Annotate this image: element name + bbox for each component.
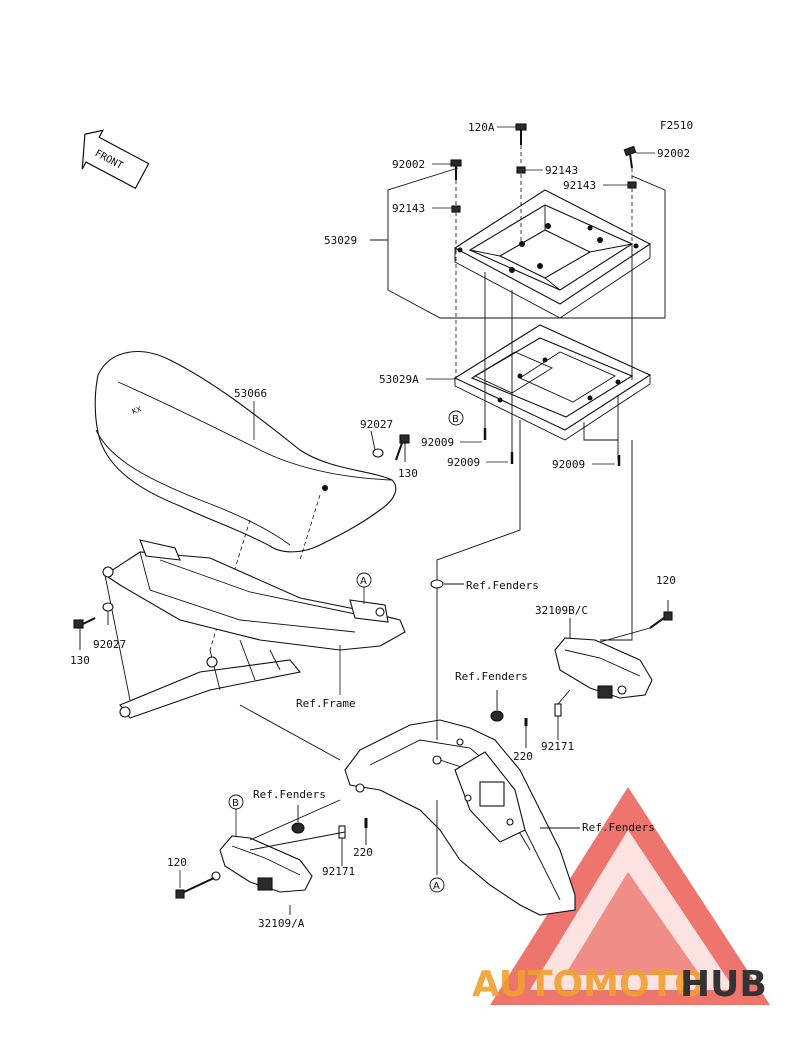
label-92143-left: 92143 [392, 202, 425, 215]
label-220-right: 220 [513, 750, 533, 763]
nut-92143-right-icon [627, 181, 637, 189]
bolt-120-left-icon [175, 877, 215, 899]
bolt-120-right-icon [649, 611, 673, 629]
svg-text:KX: KX [131, 405, 143, 416]
rear-frame [102, 539, 406, 719]
label-92171-left: 92171 [322, 865, 355, 878]
bolt-92002-left-icon [450, 159, 462, 180]
label-92143-right: 92143 [563, 179, 596, 192]
label-53066: 53066 [234, 387, 267, 400]
ref-marker-a-top-text: A [360, 576, 367, 587]
figure-code: F2510 [660, 119, 693, 132]
watermark-text-2: HUB [680, 964, 767, 1005]
label-ref-fenders-3: Ref.Fenders [253, 788, 326, 801]
label-53029a: 53029A [379, 373, 419, 386]
label-ref-frame: Ref.Frame [296, 697, 356, 710]
ref-marker-b-bottom: B [228, 794, 244, 836]
label-220-left: 220 [353, 846, 373, 859]
label-32109a: 32109/A [258, 917, 305, 930]
label-130-left: 130 [70, 654, 90, 667]
label-120-right: 120 [656, 574, 676, 587]
front-arrow-icon: FRONT [81, 129, 150, 190]
nut-92143-top-icon [516, 166, 526, 174]
label-53029: 53029 [324, 234, 357, 247]
grip-32109bc [554, 637, 653, 699]
ref-marker-b-top-text: B [452, 414, 459, 425]
washer-92027-left-icon [102, 602, 114, 612]
label-92171-right: 92171 [541, 740, 574, 753]
bracket-53029a [453, 324, 652, 441]
label-130-top: 130 [398, 467, 418, 480]
bolt-130-left-icon [73, 617, 96, 629]
watermark-text-1: AUTOMOTO [472, 964, 705, 1005]
label-120a: 120A [468, 121, 495, 134]
ref-marker-a-top: A [356, 572, 372, 604]
ref-marker-b-bottom-text: B [232, 798, 239, 809]
nut-92143-left-icon [451, 205, 461, 213]
label-32109bc: 32109B/C [535, 604, 588, 617]
label-92027-left: 92027 [93, 638, 126, 651]
label-ref-fenders-1: Ref.Fenders [466, 579, 539, 592]
label-92009-c: 92009 [552, 458, 585, 471]
ref-marker-a-bottom: A [429, 877, 445, 893]
label-92027-top: 92027 [360, 418, 393, 431]
watermark-logo: AUTOMOTO HUB [472, 787, 770, 1005]
label-92009-b: 92009 [447, 456, 480, 469]
grip-32109a [211, 835, 313, 893]
label-92009-a: 92009 [421, 436, 454, 449]
label-ref-fenders-2: Ref.Fenders [455, 670, 528, 683]
label-ref-fenders-4: Ref.Fenders [582, 821, 655, 834]
collar-92171-right-icon [554, 703, 562, 717]
washer-ref-fenders-icon [430, 579, 444, 589]
label-120-left: 120 [167, 856, 187, 869]
bolt-130-top-icon [395, 434, 410, 461]
label-92002-left: 92002 [392, 158, 425, 171]
label-92143-top: 92143 [545, 164, 578, 177]
bolt-92002-right-icon [623, 145, 637, 169]
bolt-120a-icon [515, 123, 527, 145]
label-92002-right: 92002 [657, 147, 690, 160]
rear-fender [344, 719, 576, 916]
washer-ref-fenders-3-icon [291, 822, 305, 834]
bracket-53029 [453, 189, 652, 319]
washer-ref-fenders-2-icon [490, 710, 504, 722]
ref-marker-a-bottom-text: A [433, 881, 440, 892]
seat-53066: KX [94, 351, 397, 553]
ref-marker-b-top: B [448, 410, 464, 426]
washer-92027-top-icon [372, 448, 384, 458]
